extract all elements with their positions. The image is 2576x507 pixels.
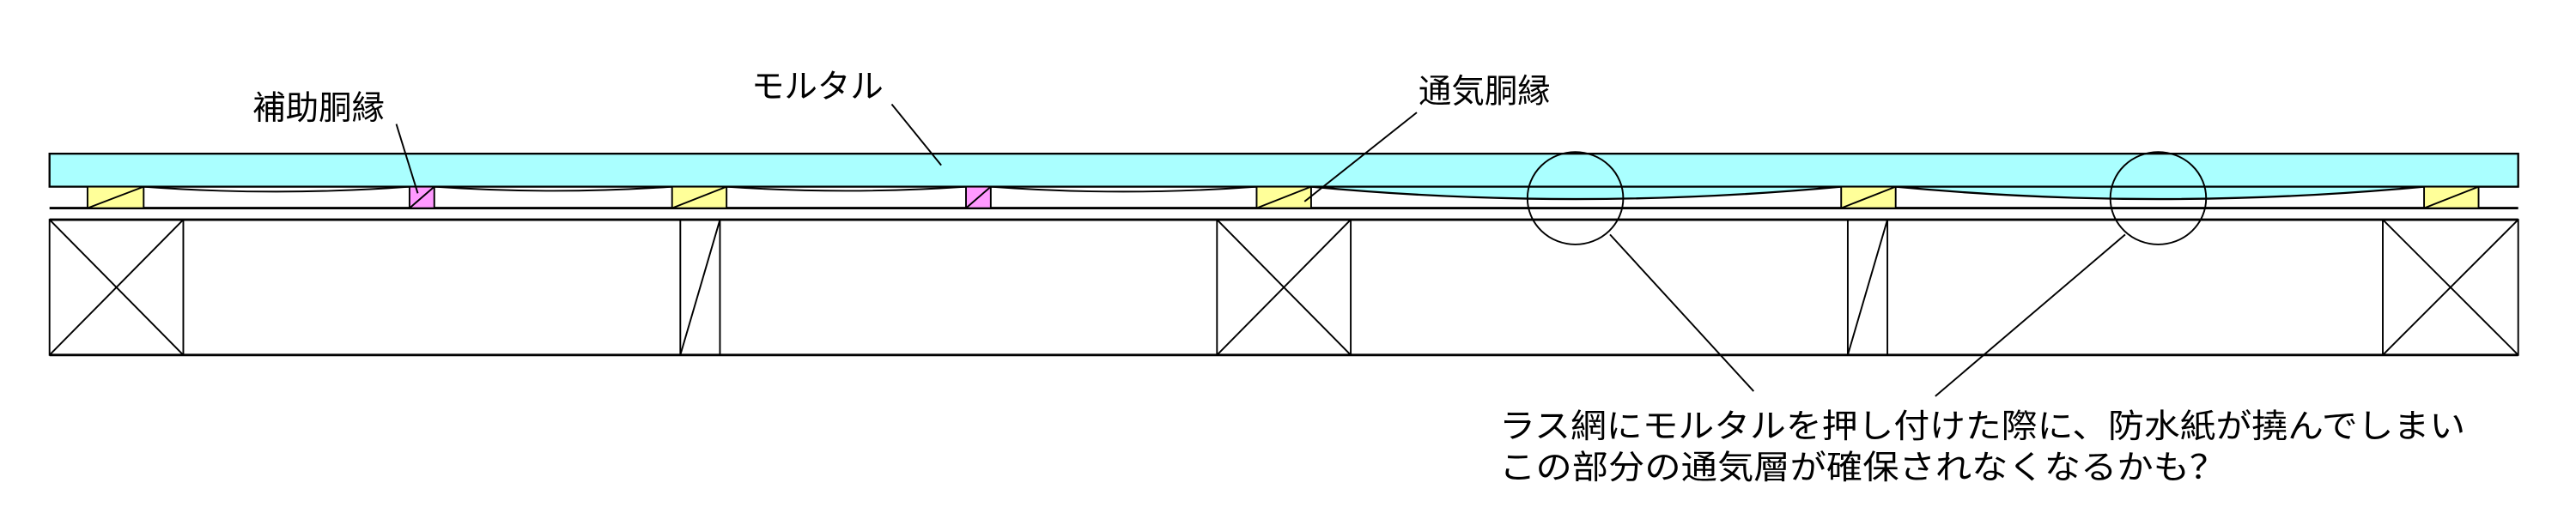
vent-furring — [2423, 185, 2480, 209]
mortar-layer — [48, 153, 2519, 188]
wall-frame — [48, 218, 2519, 357]
vent-furring-strips — [86, 185, 2480, 209]
note-line-1: ラス網にモルタルを押し付けた際に、防水紙が撓んでしまい — [1499, 407, 2465, 446]
auxiliary-furring — [965, 185, 992, 209]
problem-area-circle — [1526, 151, 1625, 245]
vent-furring — [1255, 185, 1312, 209]
label-auxiliary-furring: 補助胴縁 — [252, 89, 385, 128]
vent-furring — [1840, 185, 1897, 209]
note-line-2: この部分の通気層が確保されなくなるかも？ — [1499, 449, 2226, 487]
problem-area-circle — [2109, 151, 2208, 245]
auxiliary-furring — [408, 185, 435, 209]
stud — [679, 219, 721, 356]
post — [2382, 219, 2519, 356]
waterproof-paper-deep-sag-2 — [1895, 185, 2425, 201]
auxiliary-furring-strips — [408, 185, 992, 209]
stud — [1846, 219, 1889, 356]
label-vent-furring: 通気胴縁 — [1419, 73, 1551, 112]
vent-furring — [671, 185, 728, 209]
label-mortar: モルタル — [751, 68, 884, 106]
vent-furring — [86, 185, 145, 209]
post — [1216, 219, 1352, 356]
waterproof-paper-deep-sag-1 — [1310, 185, 1842, 201]
waterproof-paper-slight-sag — [143, 185, 1257, 193]
leader-lines — [395, 103, 2126, 397]
post — [48, 219, 185, 356]
